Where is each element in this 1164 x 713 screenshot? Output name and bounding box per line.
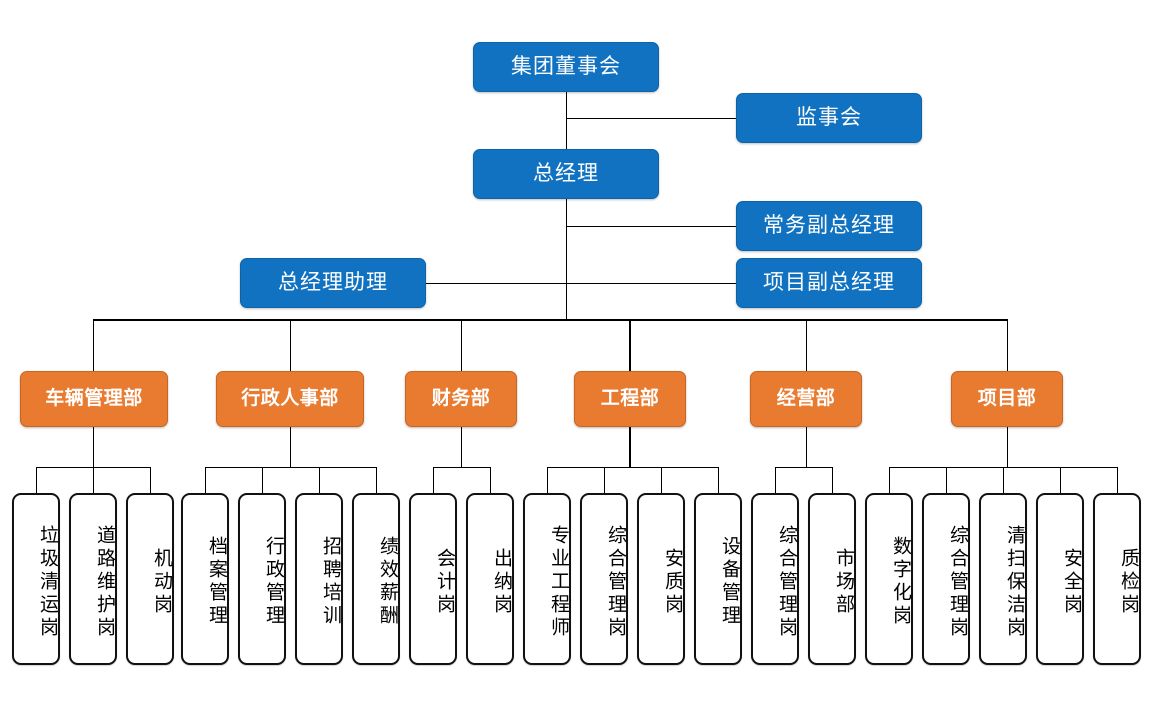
line-dept-3-bar [547,467,718,468]
line-dept-5-leaf-2 [1003,467,1004,493]
node-project-vice-gm[interactable]: 项目副总经理 [736,258,922,308]
line-dept-4-down [806,427,807,467]
line-bus-to-dept-4 [806,319,807,371]
line-dept-1-leaf-2 [319,467,320,493]
line-bus-to-dept-1 [290,319,291,371]
line-dept-4-leaf-1 [832,467,833,493]
line-dept-0-leaf-2 [150,467,151,493]
line-dept-2-leaf-0 [433,467,434,493]
node-position-cashier[interactable]: 出纳岗 [466,493,514,665]
node-position-cleaning[interactable]: 清扫保洁岗 [979,493,1027,665]
line-dept-4-leaf-0 [775,467,776,493]
line-bus-to-dept-0 [93,319,94,371]
line-dept-3-leaf-3 [718,467,719,493]
line-gm-down [566,199,567,319]
line-dept-0-leaf-1 [93,467,94,493]
node-position-professional-engineer[interactable]: 专业工程师 [523,493,571,665]
node-department-project[interactable]: 项目部 [951,371,1063,427]
line-to-exec-vice-gm [566,226,736,227]
node-supervisory-board[interactable]: 监事会 [736,93,922,143]
line-dept-1-leaf-1 [262,467,263,493]
node-position-project-general-management[interactable]: 综合管理岗 [922,493,970,665]
line-dept-3-leaf-0 [547,467,548,493]
line-dept-5-leaf-0 [889,467,890,493]
node-position-safety-quality[interactable]: 安质岗 [637,493,685,665]
node-position-accounting[interactable]: 会计岗 [409,493,457,665]
line-dept-2-down [461,427,462,467]
node-department-vehicle-management[interactable]: 车辆管理部 [20,371,168,427]
line-dept-3-down [629,427,631,467]
node-position-equipment-management[interactable]: 设备管理 [694,493,742,665]
line-board-down [566,92,567,118]
node-department-finance[interactable]: 财务部 [405,371,517,427]
line-bus-to-dept-5 [1007,319,1008,371]
node-department-operations[interactable]: 经营部 [750,371,862,427]
node-position-recruitment-training[interactable]: 招聘培训 [295,493,343,665]
node-executive-vice-gm[interactable]: 常务副总经理 [736,201,922,251]
node-position-digitalization[interactable]: 数字化岗 [865,493,913,665]
node-position-administration[interactable]: 行政管理 [238,493,286,665]
line-dept-2-leaf-1 [490,467,491,493]
node-position-quality-inspection[interactable]: 质检岗 [1093,493,1141,665]
node-position-archive-management[interactable]: 档案管理 [181,493,229,665]
line-dept-0-down [93,427,94,467]
line-department-bus [93,319,1008,321]
node-department-admin-hr[interactable]: 行政人事部 [216,371,364,427]
line-to-supervisory [566,118,736,119]
node-position-mobile-unit[interactable]: 机动岗 [126,493,174,665]
line-dept-1-bar [205,467,376,468]
node-gm-assistant[interactable]: 总经理助理 [240,258,426,308]
line-dept-5-leaf-1 [946,467,947,493]
node-department-engineering[interactable]: 工程部 [574,371,686,427]
line-dept-5-down [1007,427,1008,467]
node-position-engineering-general-management[interactable]: 综合管理岗 [580,493,628,665]
line-dept-3-leaf-2 [661,467,662,493]
node-position-operations-general-management[interactable]: 综合管理岗 [751,493,799,665]
line-bus-to-dept-3 [629,319,631,371]
line-bus-to-dept-2 [461,319,462,371]
line-dept-1-leaf-0 [205,467,206,493]
line-dept-1-leaf-3 [376,467,377,493]
line-dept-5-leaf-3 [1060,467,1061,493]
line-dept-1-down [290,427,291,467]
line-dept-4-bar [775,467,832,468]
node-position-marketing[interactable]: 市场部 [808,493,856,665]
line-dept-0-leaf-0 [36,467,37,493]
line-dept-5-leaf-4 [1117,467,1118,493]
node-position-safety[interactable]: 安全岗 [1036,493,1084,665]
line-board-to-gm [566,118,567,150]
line-dept-2-bar [433,467,490,468]
node-position-trash-transport[interactable]: 垃圾清运岗 [12,493,60,665]
line-dept-3-leaf-1 [604,467,605,493]
line-to-gm-assistant [426,283,566,284]
node-general-manager[interactable]: 总经理 [473,149,659,199]
node-position-performance-compensation[interactable]: 绩效薪酬 [352,493,400,665]
node-position-road-maintenance[interactable]: 道路维护岗 [69,493,117,665]
node-board-of-directors[interactable]: 集团董事会 [473,42,659,92]
line-to-project-vice-gm [566,283,736,284]
